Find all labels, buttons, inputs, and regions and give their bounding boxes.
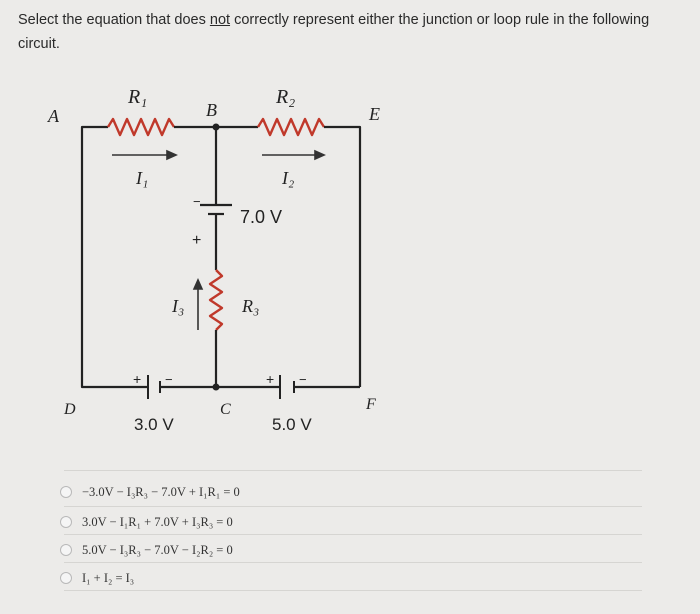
r2-resistor (256, 117, 326, 137)
option-3-label: 5.0V − I₃R₃ − 7.0V − I₂R₂ = 0 (82, 542, 233, 557)
node-c-label: C (220, 401, 231, 418)
battery-middle-plus: + (192, 232, 201, 249)
i1-label: I₁ (135, 168, 148, 188)
wire-d-left-battery (80, 370, 148, 389)
battery-middle-minus: − (193, 194, 201, 209)
option-4-label: I₁ + I₂ = I₃ (82, 570, 135, 585)
i2-label: I₂ (281, 168, 294, 188)
battery-left-plus: + (133, 371, 141, 387)
question-emphasis: not (209, 12, 231, 28)
option-separator (64, 534, 642, 535)
option-1-radio[interactable] (60, 486, 72, 498)
option-1[interactable]: −3.0V − I₃R₃ − 7.0V + I₁R₁ = 0 (60, 480, 240, 504)
option-separator (64, 506, 642, 507)
i3-label: I₃ (171, 296, 184, 316)
option-separator (64, 590, 642, 591)
battery-right-minus: − (299, 372, 307, 387)
i2-arrow-head (314, 149, 326, 161)
node-d-label: D (63, 401, 76, 418)
option-4-radio[interactable] (60, 572, 72, 584)
node-b-label: B (206, 100, 217, 120)
r1-resistor (106, 117, 176, 137)
node-e-label: E (368, 104, 380, 124)
r3-label: R₃ (241, 296, 259, 316)
r3-resistor (208, 269, 224, 331)
node-a-label: A (47, 106, 60, 126)
option-2[interactable]: 3.0V − I₁R₁ + 7.0V + I₃R₃ = 0 (60, 510, 233, 534)
node-f-label: F (365, 396, 376, 413)
option-separator (64, 470, 642, 471)
circuit-diagram: A B E D C F R₁ R₂ R₃ I₁ I₂ I₃ 7.0 V 3.0 … (47, 86, 380, 434)
r2-label: R₂ (275, 86, 295, 108)
option-4[interactable]: I₁ + I₂ = I₃ (60, 566, 134, 590)
option-separator (64, 562, 642, 563)
battery-left-minus: − (165, 372, 173, 387)
battery-middle-label: 7.0 V (240, 207, 282, 227)
option-2-radio[interactable] (60, 516, 72, 528)
wire-a-r1 (80, 125, 108, 370)
option-3-radio[interactable] (60, 544, 72, 556)
option-2-label: 3.0V − I₁R₁ + 7.0V + I₃R₃ = 0 (82, 514, 233, 529)
battery-left-label: 3.0 V (134, 415, 174, 434)
node-b-dot (212, 123, 220, 131)
battery-right-label: 5.0 V (272, 415, 312, 434)
i1-arrow-head (166, 149, 178, 161)
question-suffix: correctly represent either the junction … (18, 12, 650, 52)
wire-r2-e-f (324, 125, 362, 387)
battery-right-plus: + (266, 371, 274, 387)
i3-arrow-head (192, 278, 204, 290)
option-3[interactable]: 5.0V − I₃R₃ − 7.0V − I₂R₂ = 0 (60, 538, 233, 562)
option-1-label: −3.0V − I₃R₃ − 7.0V + I₁R₁ = 0 (82, 484, 240, 499)
r1-label: R₁ (127, 86, 147, 108)
question-prefix: Select the equation that does (18, 12, 210, 28)
question-text: Select the equation that does not correc… (18, 8, 688, 56)
node-c-dot (212, 383, 220, 391)
